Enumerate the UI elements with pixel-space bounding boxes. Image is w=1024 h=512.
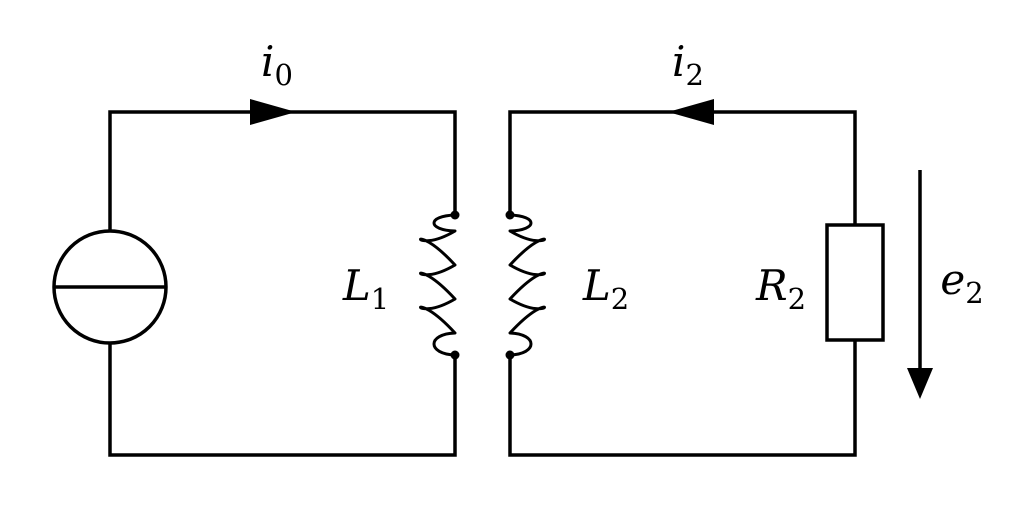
inductor-L1-coil xyxy=(419,213,457,357)
L1-terminal-dot-bottom xyxy=(450,350,460,360)
resistor-R2-body xyxy=(825,223,885,342)
current-source-symbol xyxy=(52,229,168,345)
voltage-arrow-e2-icon xyxy=(907,170,933,399)
wire-left-loop-lower xyxy=(108,343,457,457)
current-arrow-i0-icon xyxy=(250,99,296,125)
label-R2: R2 xyxy=(755,261,806,316)
L2-terminal-dot-bottom xyxy=(505,350,515,360)
label-L2: L2 xyxy=(582,261,629,316)
label-i0: i0 xyxy=(261,37,293,92)
label-L1: L1 xyxy=(342,261,389,316)
current-arrow-i2-icon xyxy=(668,99,714,125)
L2-terminal-dot-top xyxy=(505,210,515,220)
wire-left-loop-upper xyxy=(108,110,457,231)
label-i2: i2 xyxy=(672,37,704,92)
label-e2: e2 xyxy=(940,255,983,310)
voltage-arrow-e2-head xyxy=(907,368,933,399)
inductor-L2-coil xyxy=(508,213,546,357)
L1-terminal-dot-top xyxy=(450,210,460,220)
